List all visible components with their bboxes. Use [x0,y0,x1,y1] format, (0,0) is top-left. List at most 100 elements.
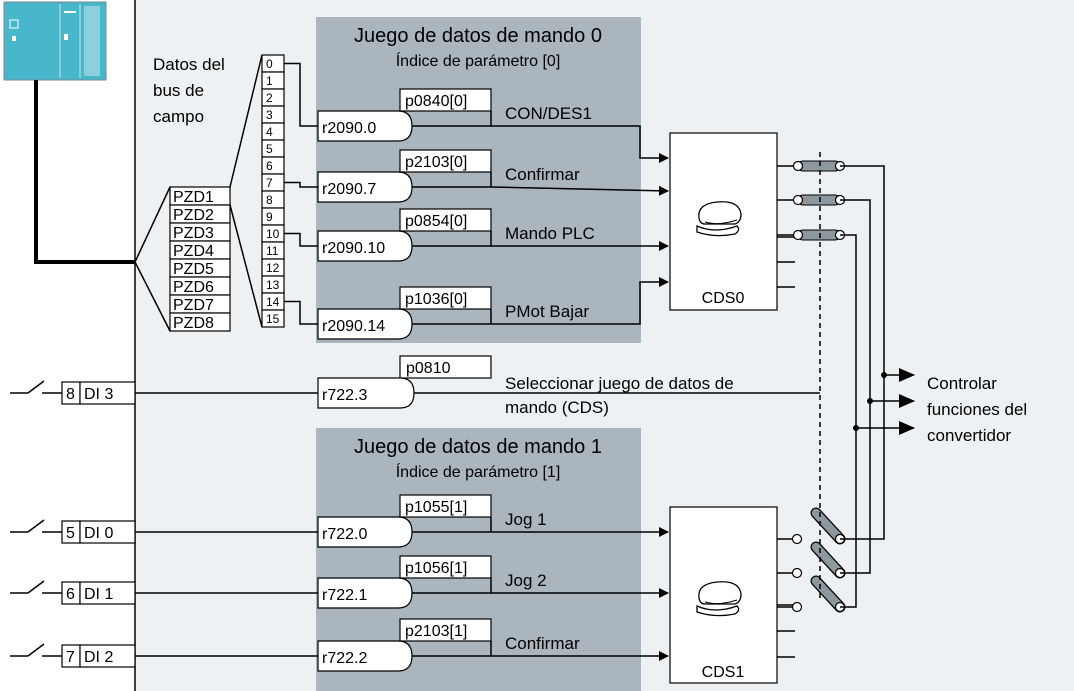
cds0-panel-title: Juego de datos de mando 0 [354,25,602,47]
param-box [399,149,492,173]
selector-param: p0810 [406,360,451,377]
param-box [399,555,492,579]
output-label: Controlar funciones del convertidor [927,374,1027,445]
signal-label: CON/DES1 [505,104,592,123]
bit-label: 5 [266,142,273,156]
source-label: r2090.10 [322,240,385,257]
terminal-number: 6 [66,586,75,603]
bit-label: 1 [266,74,273,88]
source-label: r722.2 [322,650,367,667]
bit-label: 11 [266,244,279,258]
signal-label: Confirmar [505,165,580,184]
fieldbus-cable [34,80,135,264]
cds0-rows: p0840[0] r2090.0 CON/DES1 p2103[0] r2090.7 Co… [284,62,669,340]
param-label: p2103[1] [405,623,467,640]
source-label: r722.1 [322,587,367,604]
signal-label: Confirmar [505,634,580,653]
pzd-label: PZD4 [173,243,214,260]
bit-label: 3 [266,108,273,122]
svg-text:convertidor: convertidor [927,426,1011,445]
bit-label: 9 [266,210,273,224]
svg-text:funciones del: funciones del [927,400,1027,419]
cds0-switches [777,160,846,241]
digital-input: 6 DI 1 [10,580,136,605]
bit-label: 12 [266,261,280,275]
bit-label: 4 [266,125,273,139]
cds1-panel-subtitle: Índice de parámetro [1] [396,462,561,481]
param-box [399,618,492,642]
input-name: DI 1 [84,586,113,603]
param-box [399,286,492,310]
source-label: r2090.0 [322,120,376,137]
cds0-label: CDS0 [702,290,745,307]
source-label: r2090.7 [322,181,376,198]
param-label: p1036[0] [405,291,467,308]
digital-input: 5 DI 0 [10,519,136,544]
param-label: p0854[0] [405,213,467,230]
bit-label: 6 [266,159,273,173]
pzd-label: PZD7 [173,297,214,314]
selector-signal-line1: Seleccionar juego de datos de [505,374,734,393]
param-label: p0840[0] [405,93,467,110]
signal-label: Jog 1 [505,510,547,529]
param-box [399,208,492,232]
cds1-cap-icon [696,581,742,617]
selector-param-box [399,355,492,379]
pzd-label: PZD8 [173,315,214,332]
terminal-number: 7 [66,649,75,666]
digital-input: 8 DI 3 [10,380,136,405]
closed-switch [797,229,841,241]
cds0-cap-icon [696,201,742,237]
param-label: p1055[1] [405,499,467,516]
bit-label: 0 [266,57,273,71]
signal-label: Jog 2 [505,571,547,590]
cds1-panel-title: Juego de datos de mando 1 [354,436,602,458]
param-box [399,88,492,112]
signal-label: Mando PLC [505,224,595,243]
selector-row: p0810 r722.3 Seleccionar juego de datos … [317,355,820,417]
param-label: p2103[0] [405,154,467,171]
svg-text:bus de: bus de [153,81,204,100]
param-box [399,494,492,518]
terminal-number: 5 [66,525,75,542]
selector-signal-line2: mando (CDS) [505,398,609,417]
svg-text:campo: campo [153,107,204,126]
selector-source: r722.3 [322,387,367,404]
signal-label: PMot Bajar [505,302,589,321]
terminal-number: 8 [66,386,75,403]
pzd-label: PZD3 [173,225,214,242]
bit-label: 7 [266,176,273,190]
bit-label: 2 [266,91,273,105]
cds0-panel-subtitle: Índice de parámetro [0] [396,51,561,70]
fieldbus-label: Datos del bus de campo [153,55,225,126]
cds1-block: CDS1 [669,506,795,684]
svg-text:Datos del: Datos del [153,55,225,74]
source-label: r722.0 [322,526,367,543]
pzd-label: PZD6 [173,279,214,296]
closed-switch [797,160,841,172]
cds0-block: CDS0 [669,132,795,311]
output-bus [840,165,915,608]
closed-switch [797,194,841,206]
svg-text:Controlar: Controlar [927,374,997,393]
bit-label: 15 [266,312,280,326]
plc-device-icon [3,1,107,81]
bit-label: 13 [266,278,280,292]
bit-box [261,309,285,328]
source-label: r2090.14 [322,318,385,335]
input-name: DI 3 [84,386,113,403]
bit-label: 8 [266,193,273,207]
pzd-label: PZD1 [173,189,214,206]
bit-label: 14 [266,295,280,309]
pzd-box [169,312,231,332]
bit-label: 10 [266,227,280,241]
open-switch [811,508,845,544]
input-name: DI 0 [84,525,113,542]
pzd-label: PZD2 [173,207,214,224]
